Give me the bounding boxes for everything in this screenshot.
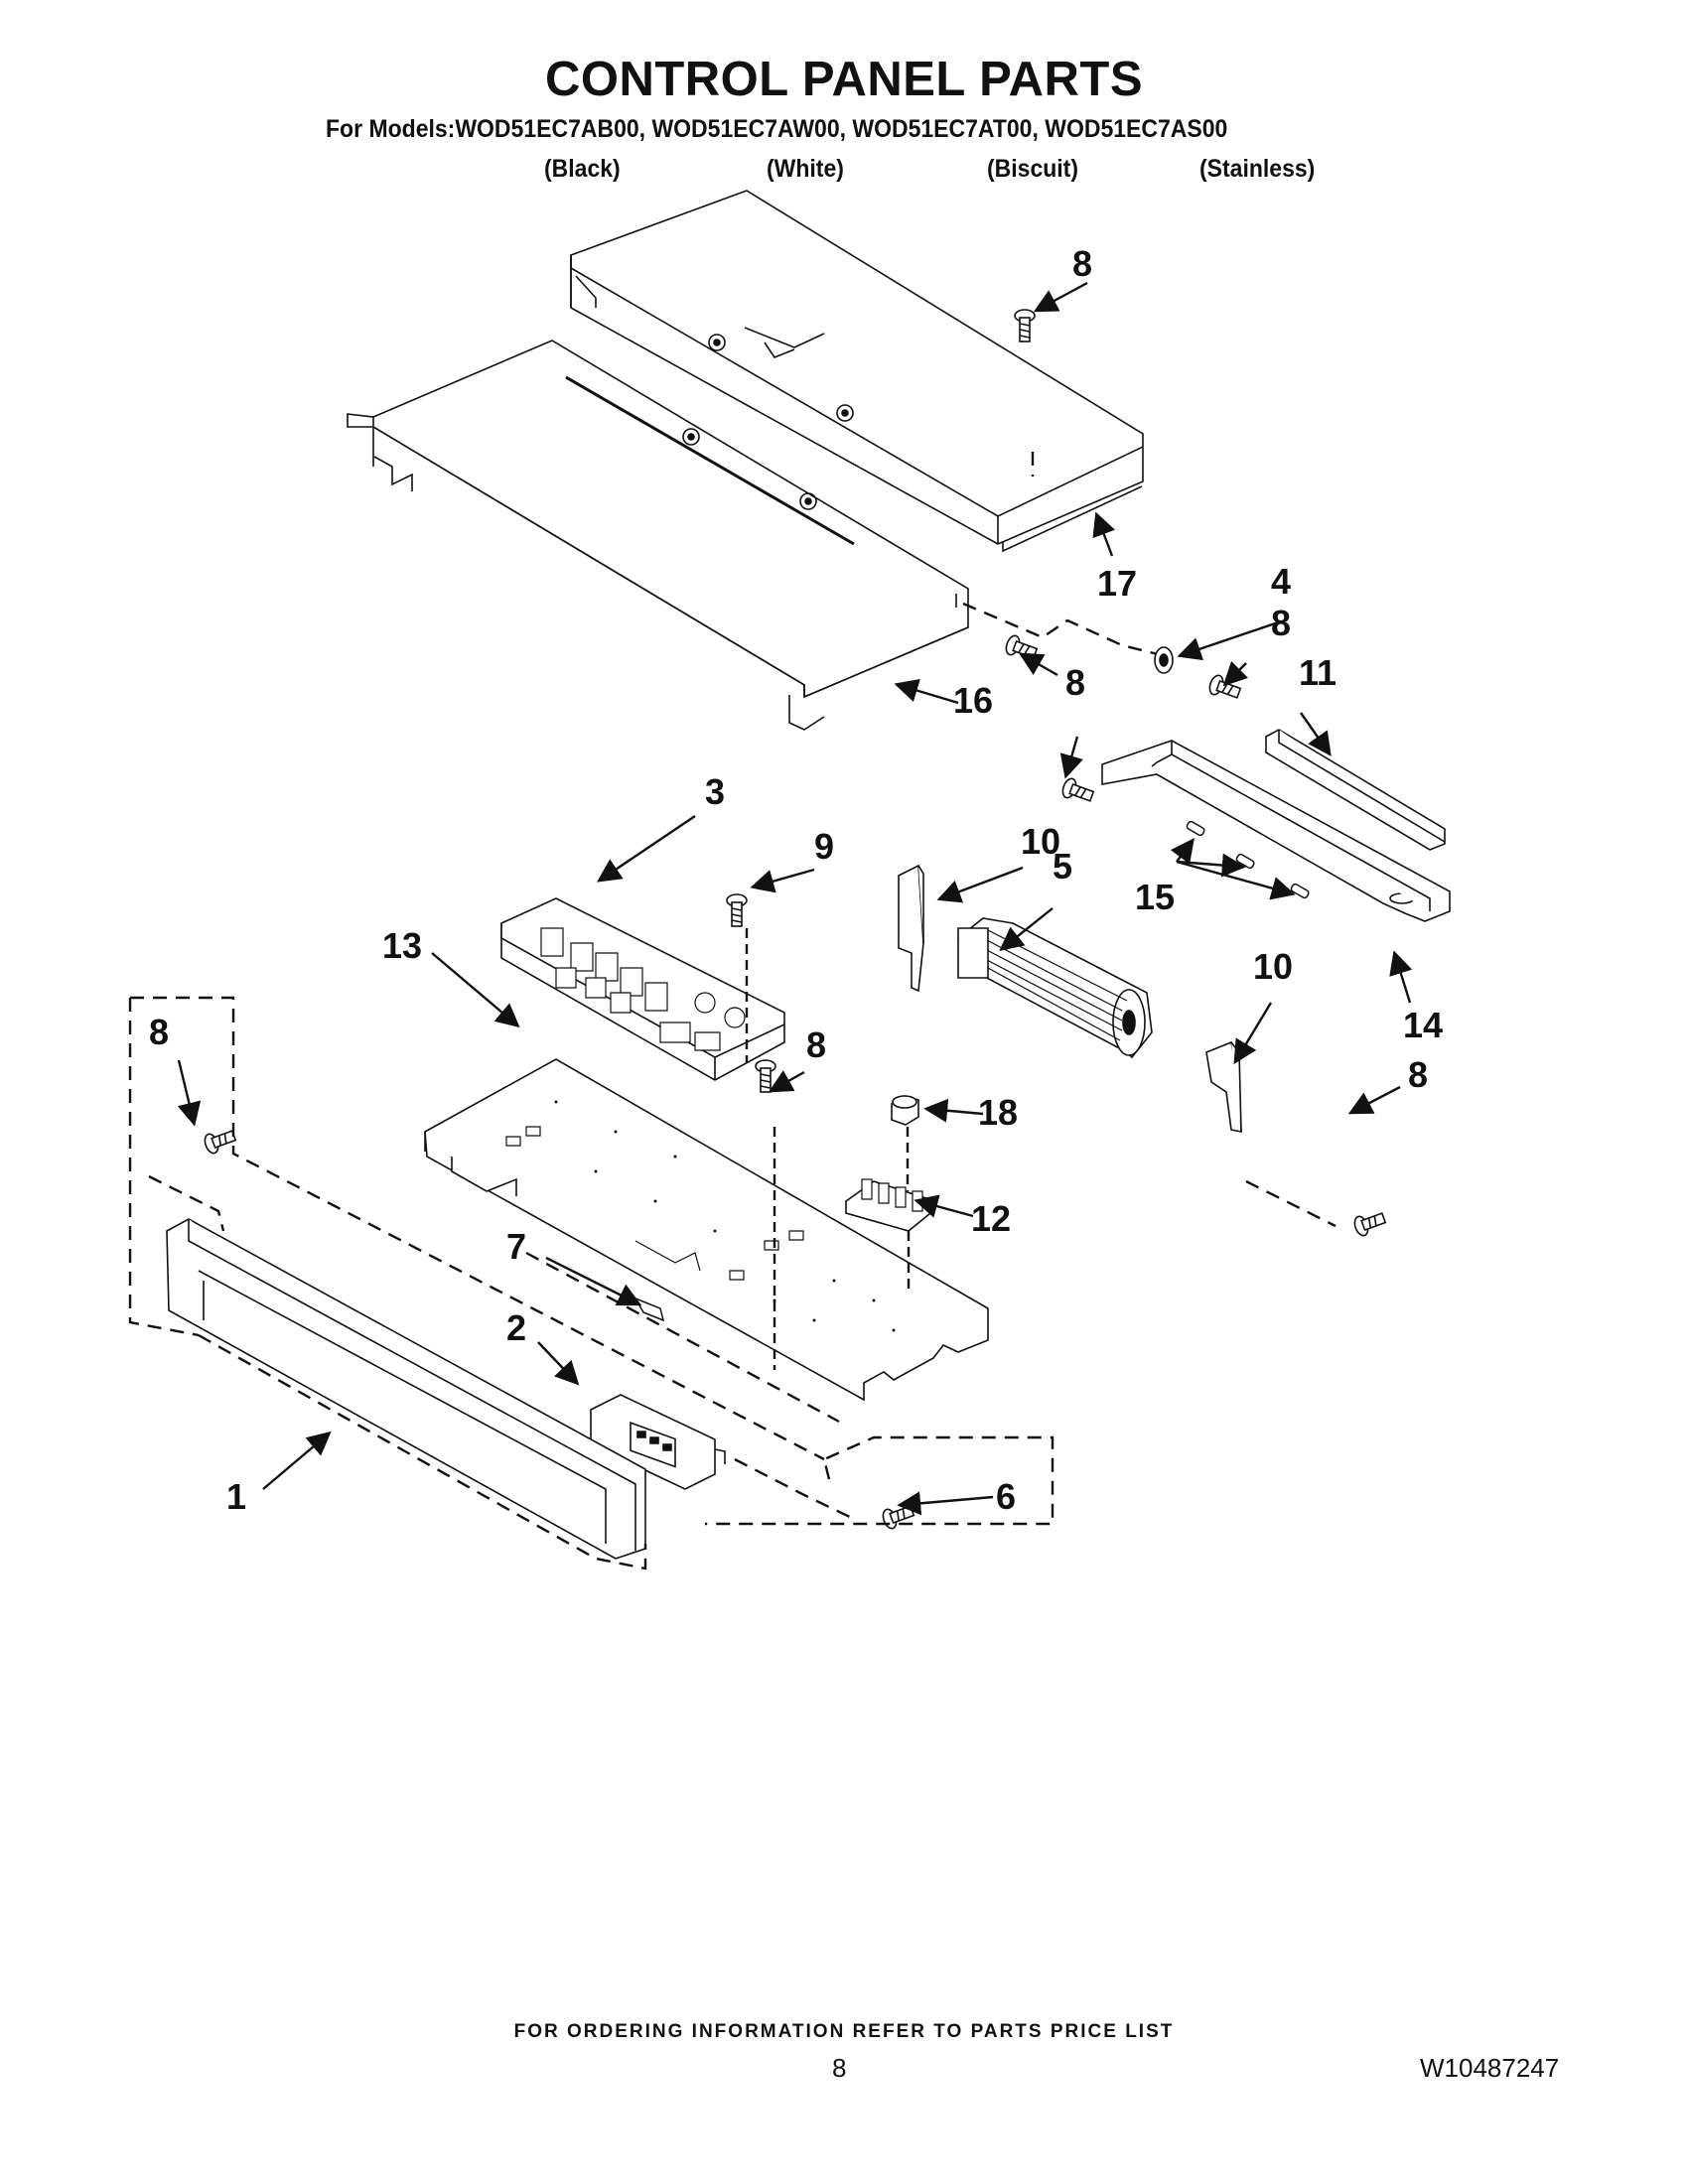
- part-1-front-trim: [167, 1219, 645, 1559]
- part-17-rear-cover: [570, 191, 1143, 553]
- connector-lines: [128, 928, 1336, 1570]
- callout-2: 2: [506, 1307, 526, 1348]
- callout-14: 14: [1403, 1005, 1443, 1045]
- callout-8: 8: [149, 1012, 169, 1052]
- callout-labels: 8 17 4 8 11 8 8 16 3 9 10 5 15 13 10 14 …: [149, 243, 1443, 1517]
- callout-17: 17: [1097, 563, 1137, 604]
- callout-13: 13: [382, 925, 422, 966]
- callout-8: 8: [1271, 603, 1291, 643]
- callout-10: 10: [1021, 821, 1060, 862]
- part-10-bracket-left: [899, 866, 923, 991]
- connector-lines-top: [962, 452, 1163, 657]
- part-12-terminal-block: [846, 1179, 935, 1231]
- part-4-washer: [1154, 646, 1174, 674]
- callout-8: 8: [1408, 1054, 1428, 1095]
- callout-8: 8: [806, 1024, 826, 1065]
- callout-3: 3: [705, 771, 725, 812]
- page-title: CONTROL PANEL PARTS: [544, 53, 1144, 106]
- callout-1: 1: [226, 1476, 246, 1517]
- part-16-lower-cover: [348, 341, 968, 731]
- callout-9: 9: [814, 826, 834, 867]
- callout-5: 5: [1053, 846, 1072, 887]
- callout-18: 18: [978, 1092, 1018, 1133]
- page-number: 8: [832, 2053, 847, 2083]
- part-7-clip: [633, 1297, 665, 1322]
- ordering-note: FOR ORDERING INFORMATION REFER TO PARTS …: [513, 2021, 1175, 2042]
- callout-12: 12: [971, 1198, 1011, 1239]
- part-18-nut: [891, 1095, 919, 1126]
- callout-4: 4: [1271, 561, 1291, 602]
- variant-stainless: (Stainless): [1199, 155, 1316, 183]
- callout-10: 10: [1253, 946, 1293, 987]
- part-13-panel-plate: [425, 1059, 988, 1400]
- variant-biscuit: (Biscuit): [987, 155, 1078, 183]
- part-14-bracket: [1102, 741, 1450, 921]
- callout-8: 8: [1072, 243, 1092, 284]
- callout-16: 16: [953, 680, 993, 721]
- part-11-strip: [1266, 730, 1445, 850]
- models-line: For Models:WOD51EC7AB00, WOD51EC7AW00, W…: [326, 115, 1228, 143]
- variant-black: (Black): [544, 155, 621, 183]
- part-10-bracket-right: [1206, 1042, 1241, 1132]
- part-2-display-board: [591, 1395, 726, 1489]
- document-number: W10487247: [1420, 2053, 1560, 2083]
- part-3-control-board: [500, 898, 784, 1080]
- callout-6: 6: [996, 1476, 1016, 1517]
- callout-15: 15: [1135, 877, 1175, 917]
- callout-8: 8: [1065, 662, 1085, 703]
- callout-11: 11: [1299, 652, 1336, 693]
- callout-7: 7: [506, 1226, 526, 1267]
- variant-white: (White): [767, 155, 844, 183]
- part-5-blower-fan: [958, 918, 1152, 1057]
- leader-arrows: [177, 281, 1413, 1516]
